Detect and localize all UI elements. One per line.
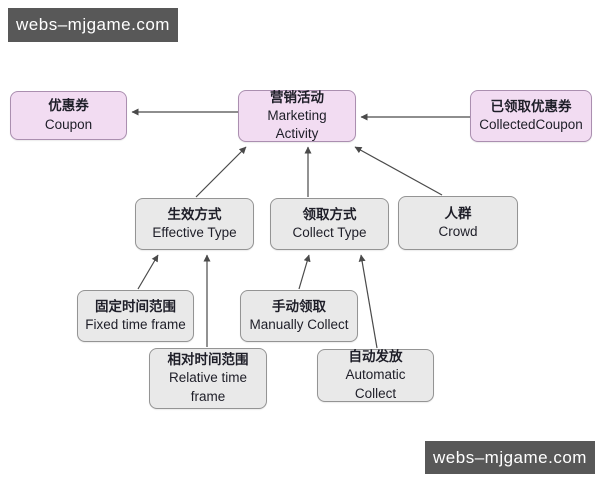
- edge-fixed-to-effective: [137, 254, 159, 290]
- node-collected-label-zh: 已领取优惠券: [490, 98, 572, 114]
- watermark-bottom: webs–mjgame.com: [425, 441, 595, 474]
- node-coupon-label-en: Coupon: [44, 116, 93, 132]
- node-marketing-activity: 营销活动 Marketing Activity: [238, 90, 356, 142]
- edge-auto-to-collect: [358, 254, 378, 349]
- node-automatic-collect: 自动发放 Automatic Collect: [317, 349, 434, 402]
- node-relative-label-en: Relative time frame: [168, 370, 248, 404]
- node-collected-label-en: CollectedCoupon: [479, 117, 583, 132]
- node-auto-label-zh: 自动发放: [348, 349, 403, 365]
- node-collect-type: 领取方式 Collect Type: [270, 198, 389, 250]
- node-effective-label-zh: 生效方式: [167, 206, 222, 222]
- node-collect-label-en: Collect Type: [292, 225, 367, 240]
- node-fixed-label-en: Fixed time frame: [85, 317, 186, 332]
- node-crowd-label-en: Crowd: [438, 224, 478, 239]
- edge-effective-to-marketing: [195, 146, 247, 198]
- node-crowd: 人群 Crowd: [398, 196, 518, 250]
- node-manual-label-en: Manually Collect: [249, 317, 349, 332]
- node-manually-collect: 手动领取 Manually Collect: [240, 290, 358, 342]
- watermark-top: webs–mjgame.com: [8, 8, 178, 42]
- node-fixed-time-frame: 固定时间范围 Fixed time frame: [77, 290, 194, 342]
- node-collected-coupon: 已领取优惠券 CollectedCoupon: [470, 90, 592, 142]
- edge-crowd-to-marketing: [354, 146, 443, 196]
- node-collect-label-zh: 领取方式: [302, 206, 357, 222]
- node-marketing-label-zh: 营销活动: [270, 89, 324, 105]
- node-fixed-label-zh: 固定时间范围: [95, 298, 176, 314]
- node-relative-label-zh: 相对时间范围: [167, 352, 249, 368]
- edge-manual-to-collect: [298, 254, 311, 290]
- node-coupon-label-zh: 优惠券: [48, 98, 89, 114]
- node-effective-type: 生效方式 Effective Type: [135, 198, 254, 250]
- node-manual-label-zh: 手动领取: [272, 298, 326, 314]
- node-marketing-label-en: Marketing Activity: [267, 107, 327, 142]
- node-crowd-label-zh: 人群: [444, 205, 472, 221]
- node-coupon: 优惠券 Coupon: [10, 91, 127, 140]
- node-effective-label-en: Effective Type: [152, 225, 237, 240]
- node-relative-time-frame: 相对时间范围 Relative time frame: [149, 348, 267, 409]
- node-auto-label-en: Automatic Collect: [345, 367, 406, 401]
